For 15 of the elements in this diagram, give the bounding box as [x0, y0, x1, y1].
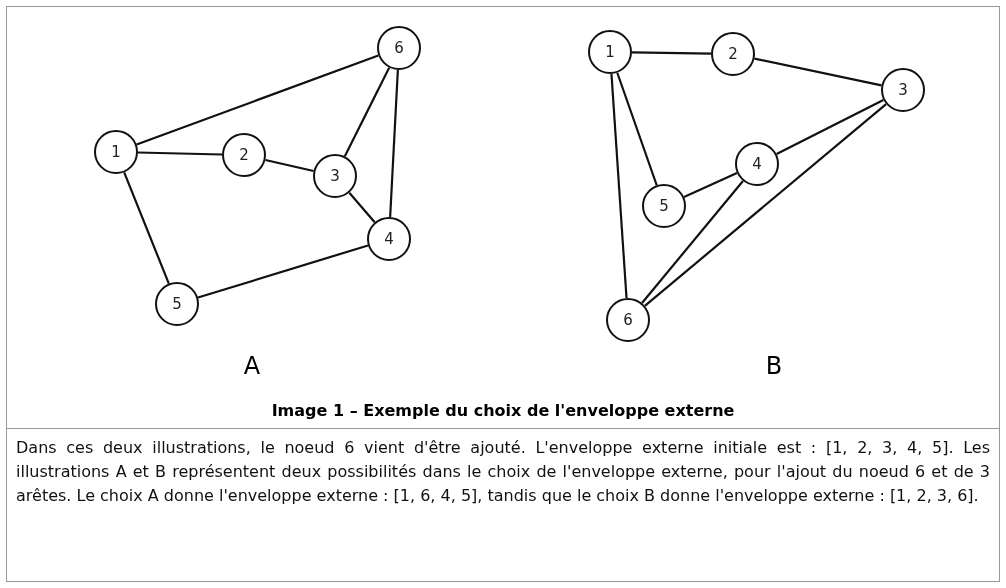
edge-line [754, 57, 882, 87]
graph-label: B [765, 354, 783, 378]
edge-line [641, 180, 744, 304]
edge-line [389, 69, 399, 218]
caption-paragraph: Dans ces deux illustrations, le noeud 6 vient d'être ajouté. L'enveloppe externe initiale est : [1, 2, 3, 4, 5]. Les illustrations A et B représentent deux possibilités dans le choix de l'enveloppe externe, pour l'ajout du noeud 6 et de 3 arêtes. Le choix A donne l'enveloppe externe : [1, 6, 4, 5], tandis que le choix B donne l'enveloppe externe : [1, 2, 3, 6]. [16, 437, 990, 507]
edge-line [348, 192, 376, 223]
edge-line [137, 151, 223, 156]
figure-title: Image 1 – Exemple du choix de l'enveloppe externe [270, 400, 736, 422]
edge-line [632, 51, 711, 55]
graph-label: A [243, 354, 261, 378]
edge-line [610, 73, 628, 299]
edge-line [265, 158, 314, 173]
edge-line [616, 72, 658, 186]
edge-line [123, 172, 170, 284]
edge-line [644, 103, 887, 307]
